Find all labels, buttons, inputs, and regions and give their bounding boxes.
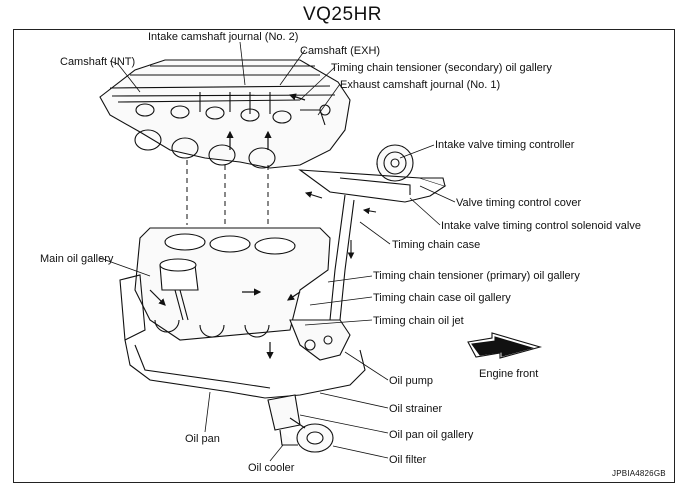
engine-front-arrow <box>467 332 543 359</box>
oil-flow-arrows-block <box>149 288 301 360</box>
label-chain-case-oil-gallery: Timing chain case oil gallery <box>373 292 511 304</box>
callout-leader-lines <box>99 41 456 462</box>
diagram-frame <box>13 29 675 483</box>
label-timing-chain-oil-jet: Timing chain oil jet <box>373 315 464 327</box>
label-oil-filter: Oil filter <box>389 454 427 466</box>
label-tensioner-primary-gallery: Timing chain tensioner (primary) oil gal… <box>373 270 580 282</box>
timing-chain-case-passage <box>304 191 377 321</box>
label-tensioner-secondary-gallery: Timing chain tensioner (secondary) oil g… <box>331 62 552 74</box>
label-oil-pan-oil-gallery: Oil pan oil gallery <box>389 429 474 441</box>
label-oil-strainer: Oil strainer <box>389 403 443 415</box>
label-valve-timing-control-cover: Valve timing control cover <box>456 197 582 209</box>
label-timing-chain-case: Timing chain case <box>392 239 481 251</box>
label-oil-pump: Oil pump <box>389 375 434 387</box>
valve-timing-controller-drawing <box>298 144 447 203</box>
figure-code: JPBIA4826GB <box>612 469 666 478</box>
label-main-oil-gallery: Main oil gallery <box>40 253 114 265</box>
label-oil-cooler: Oil cooler <box>248 462 295 474</box>
cylinder-block-drawing <box>119 227 331 341</box>
oil-pan-drawing <box>124 319 366 399</box>
label-camshaft-exh: Camshaft (EXH) <box>300 45 381 57</box>
oil-flow-arrows-head <box>226 93 306 150</box>
label-intake-valve-timing-controller: Intake valve timing controller <box>435 139 575 151</box>
label-intake-camshaft-journal: Intake camshaft journal (No. 2) <box>148 31 299 43</box>
label-engine-front: Engine front <box>479 368 539 380</box>
label-exhaust-camshaft-journal: Exhaust camshaft journal (No. 1) <box>340 79 501 91</box>
oil-filter-cooler-drawing <box>267 394 334 453</box>
label-vtc-solenoid-valve: Intake valve timing control solenoid val… <box>441 220 641 232</box>
label-oil-pan: Oil pan <box>185 433 220 445</box>
label-camshaft-int: Camshaft (INT) <box>60 56 136 68</box>
diagram-title: VQ25HR <box>302 4 383 25</box>
cylinder-head-drawing <box>99 59 351 169</box>
